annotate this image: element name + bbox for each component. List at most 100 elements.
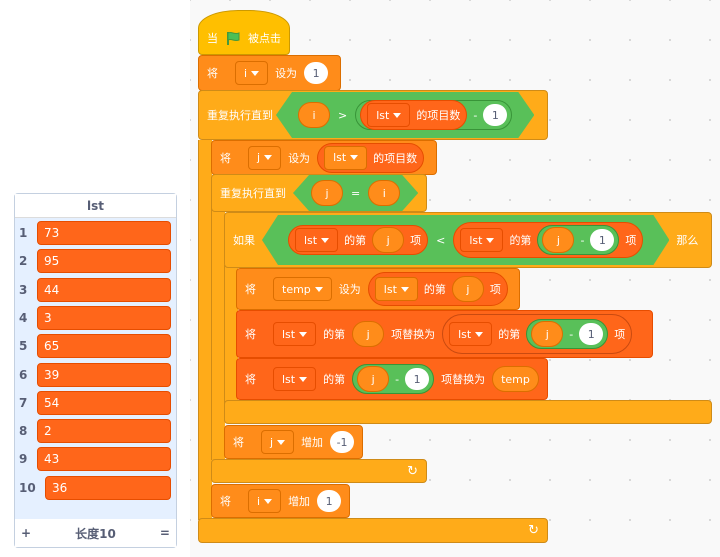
list-item-value[interactable]: 54 [37, 390, 171, 415]
list-dropdown[interactable]: lst [324, 145, 368, 170]
dropdown-caret-icon [251, 70, 260, 76]
list-item-value[interactable]: 44 [37, 277, 171, 302]
change-i-block[interactable]: 将 i 增加 1 [211, 484, 350, 518]
operator: < [436, 233, 446, 247]
dropdown-caret-icon [314, 286, 323, 292]
list-item-value[interactable]: 73 [37, 221, 171, 245]
label: 将 [245, 328, 256, 341]
list-item-value[interactable]: 39 [37, 362, 171, 387]
operator: - [473, 108, 478, 122]
variable-dropdown[interactable]: temp [273, 277, 332, 301]
variable-reporter[interactable]: j [372, 227, 404, 253]
label: 那么 [676, 234, 699, 247]
dropdown-value: j [270, 435, 274, 449]
variable-reporter[interactable]: i [368, 180, 400, 206]
subtract-operator[interactable]: j-1 [352, 364, 435, 394]
value-input[interactable]: 1 [304, 62, 329, 84]
variable-reporter[interactable]: temp [492, 366, 539, 392]
variable-reporter[interactable]: j [451, 276, 484, 302]
variable-reporter[interactable]: j [357, 366, 390, 392]
list-item-index: 6 [19, 367, 28, 382]
list-item-value[interactable]: 2 [37, 419, 171, 444]
dropdown-value: lst [282, 327, 296, 341]
label: 将 [220, 495, 231, 508]
label: 增加 [301, 436, 324, 449]
loop-arrow-icon: ↻ [407, 463, 418, 479]
value-input[interactable]: 1 [405, 368, 430, 390]
subtract-operator[interactable]: lst 的项目数 - 1 [355, 100, 512, 130]
change-j-block[interactable]: 将 j 增加 -1 [224, 425, 363, 459]
list-dropdown[interactable]: lst [449, 322, 493, 346]
variable-reporter[interactable]: j [531, 321, 564, 347]
list-item-value[interactable]: 95 [37, 249, 171, 274]
operator: - [569, 327, 574, 341]
variable-reporter[interactable]: j [311, 180, 343, 206]
replace-item-block[interactable]: 将 lst 的第 j-1 项替换为 temp [236, 358, 548, 400]
label: 设为 [338, 283, 361, 296]
variable-dropdown[interactable]: j [261, 430, 295, 454]
label: 项 [625, 234, 637, 247]
add-item-button[interactable]: + [21, 526, 32, 540]
dropdown-caret-icon [299, 376, 308, 382]
dropdown-caret-icon [475, 331, 484, 337]
when-flag-clicked-block[interactable]: 当 被点击 [198, 10, 290, 55]
label: 的项目数 [416, 109, 461, 122]
list-item-value[interactable]: 43 [37, 447, 171, 472]
operator: > [338, 108, 348, 122]
resize-handle[interactable]: = [159, 526, 170, 540]
value-input[interactable]: 1 [483, 104, 507, 126]
label: 的第 [323, 328, 346, 341]
label: 设为 [288, 151, 311, 165]
equals-condition[interactable]: j = i [293, 175, 418, 211]
if-bottom [224, 400, 712, 424]
variable-reporter[interactable]: j [352, 321, 385, 347]
variable-reporter[interactable]: j [542, 227, 574, 253]
label: 增加 [288, 495, 311, 508]
repeat-until-inner-block[interactable]: 重复执行直到 j = i [211, 174, 427, 212]
list-item-value[interactable]: 36 [45, 475, 171, 500]
dropdown-caret-icon [486, 238, 494, 243]
label: 的第 [498, 328, 521, 341]
variable-dropdown[interactable]: i [248, 489, 282, 513]
subtract-operator[interactable]: j-1 [537, 225, 619, 255]
variable-reporter[interactable]: i [298, 102, 330, 128]
label: 的第 [423, 283, 446, 296]
value-input[interactable]: 1 [317, 490, 342, 512]
list-dropdown[interactable]: lst [374, 277, 418, 301]
list-dropdown[interactable]: lst [367, 103, 410, 127]
list-dropdown[interactable]: lst [295, 228, 338, 252]
variable-dropdown[interactable]: i [235, 61, 269, 85]
list-item-index: 8 [19, 424, 28, 439]
list-item-value[interactable]: 65 [37, 334, 171, 359]
value-input[interactable]: 1 [579, 323, 604, 345]
variable-dropdown[interactable]: j [248, 145, 282, 170]
subtract-operator[interactable]: j-1 [526, 319, 609, 349]
list-length-label: 长度10 [75, 526, 116, 541]
list-item-index: 1 [19, 226, 28, 240]
list-dropdown[interactable]: lst [460, 228, 503, 252]
list-dropdown[interactable]: lst [273, 367, 317, 391]
set-i-block[interactable]: 将 i 设为 1 [198, 55, 341, 91]
greater-than-condition[interactable]: i > lst 的项目数 - 1 [276, 92, 534, 138]
dropdown-caret-icon [299, 331, 308, 337]
list-length-reporter[interactable]: lst 的项目数 [360, 100, 467, 130]
list-dropdown[interactable]: lst [273, 322, 317, 346]
value-input[interactable]: -1 [330, 431, 355, 453]
label: 的第 [323, 373, 346, 386]
list-item-value[interactable]: 3 [37, 305, 171, 330]
value-input[interactable]: 1 [590, 229, 614, 251]
